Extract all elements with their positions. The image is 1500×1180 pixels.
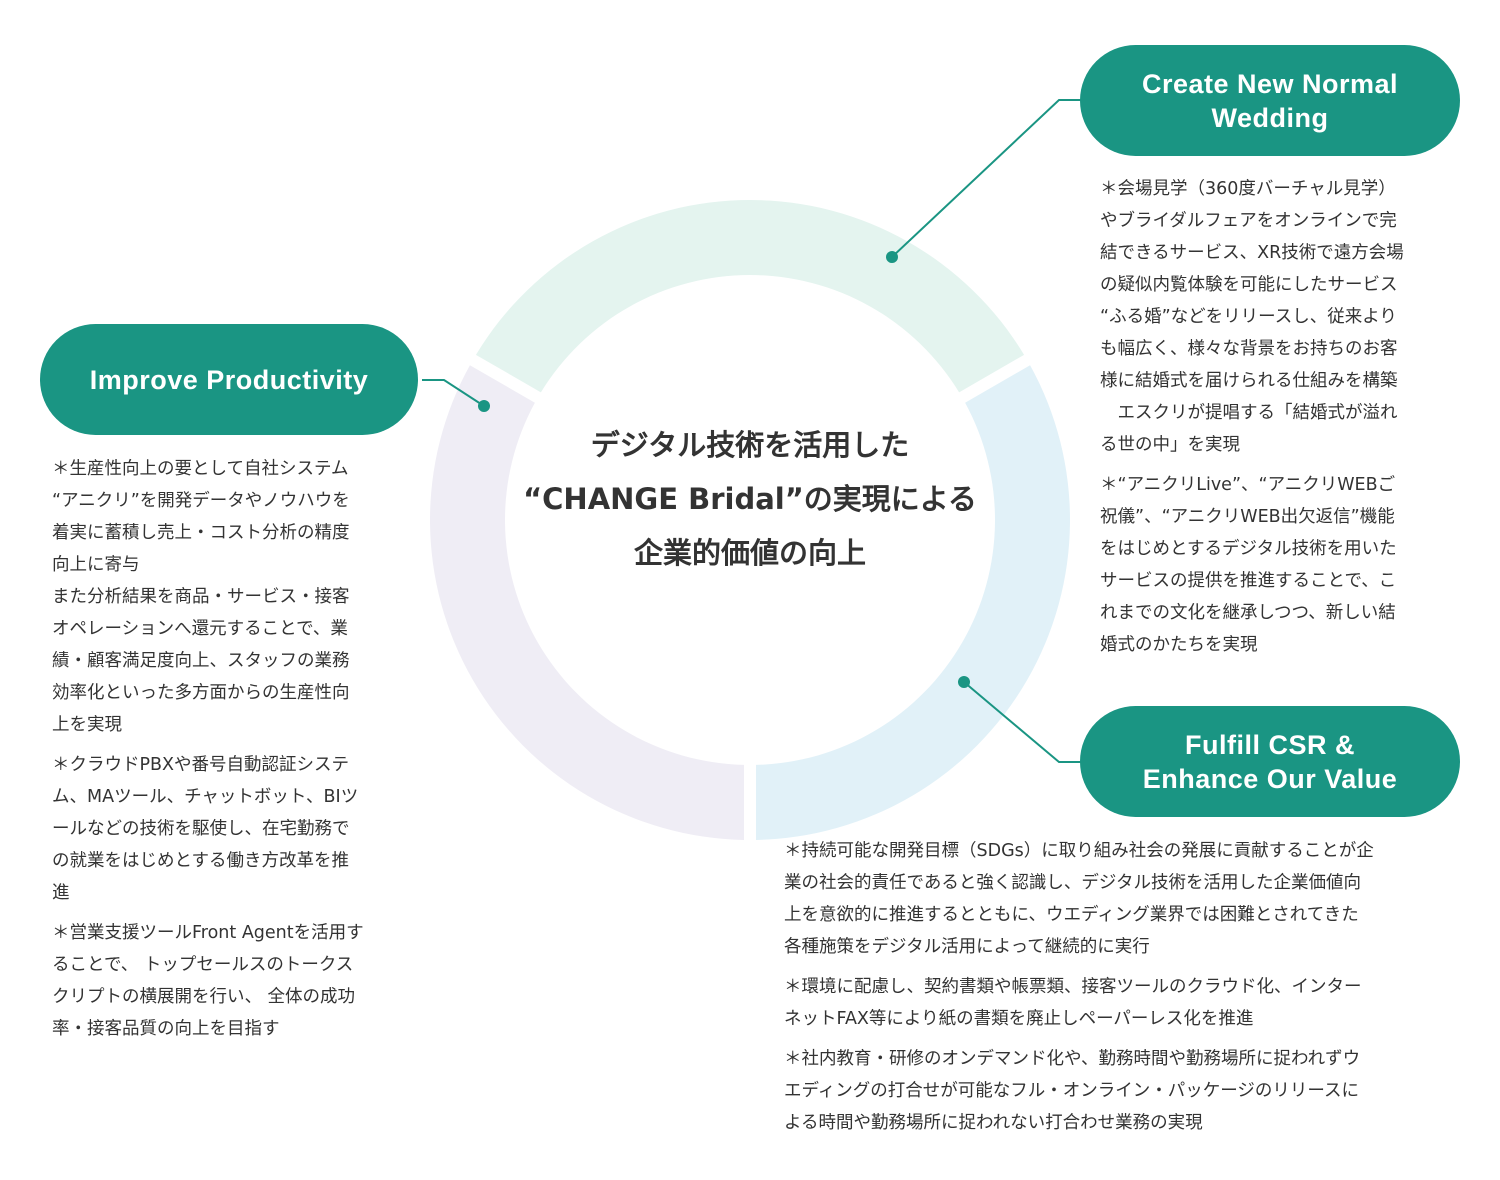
description-line: ＊会場見学（360度バーチャル見学） <box>1100 179 1396 199</box>
description-line: れまでの文化を継承しつつ、新しい結 <box>1100 603 1396 623</box>
description-line: 進 <box>52 883 70 903</box>
connector-dot-create <box>886 251 898 263</box>
description-line: また分析結果を商品・サービス・接客 <box>52 587 350 607</box>
description-paragraph: ＊“アニクリLive”、“アニクリWEBご祝儀”、“アニクリWEB出欠返信”機能… <box>1100 469 1480 661</box>
description-paragraph: ＊環境に配慮し、契約書類や帳票類、接客ツールのクラウド化、インターネットFAX等… <box>784 971 1484 1035</box>
description-line: ＊環境に配慮し、契約書類や帳票類、接客ツールのクラウド化、インター <box>784 977 1362 997</box>
description-line: 各種施策をデジタル活用によって継続的に実行 <box>784 937 1150 957</box>
description-line: クリプトの横展開を行い、 全体の成功 <box>52 987 356 1007</box>
create-new-normal-description: ＊会場見学（360度バーチャル見学） やブライダルフェアをオンラインで完結できるサ… <box>1100 173 1480 669</box>
ring-segment-left <box>429 365 744 840</box>
description-paragraph: ＊社内教育・研修のオンデマンド化や、勤務時間や勤務場所に捉われずウエディングの打… <box>784 1043 1484 1139</box>
description-line: ＊持続可能な開発目標（SDGs）に取り組み社会の発展に貢献することが企 <box>784 841 1374 861</box>
description-line: 婚式のかたちを実現 <box>1100 635 1258 655</box>
description-line: る世の中」を実現 <box>1100 435 1240 455</box>
description-line: エスクリが提唱する「結婚式が溢れ <box>1100 403 1398 423</box>
fulfill-csr-pill: Fulfill CSR & Enhance Our Value <box>1080 706 1460 817</box>
description-line: 結できるサービス、XR技術で遠方会場 <box>1100 243 1404 263</box>
description-paragraph: ＊クラウドPBXや番号自動認証システム、MAツール、チャットボット、BIツールな… <box>52 749 432 909</box>
description-line: ＊クラウドPBXや番号自動認証システ <box>52 755 350 775</box>
description-line: をはじめとするデジタル技術を用いた <box>1100 539 1397 559</box>
description-line: 向上に寄与 <box>52 555 140 575</box>
description-line: サービスの提供を推進することで、こ <box>1100 571 1397 591</box>
center-title-line: “CHANGE Bridal”の実現による <box>523 482 977 516</box>
description-line: ることで、 トップセールスのトークス <box>52 955 354 975</box>
center-title: デジタル技術を活用した “CHANGE Bridal”の実現による 企業的価値の… <box>500 418 1000 580</box>
description-line: の疑似内覧体験を可能にしたサービス <box>1100 275 1398 295</box>
connector-dot-improve <box>478 400 490 412</box>
connector-fulfill <box>963 681 1083 763</box>
description-line: の就業をはじめとする働き方改革を推 <box>52 851 349 871</box>
ring-segment-right <box>756 365 1071 840</box>
connector-dot-fulfill <box>958 676 970 688</box>
pill-label: Wedding <box>1211 102 1329 133</box>
description-paragraph: ＊会場見学（360度バーチャル見学） やブライダルフェアをオンラインで完結できるサ… <box>1100 173 1480 461</box>
pill-label: Enhance Our Value <box>1142 763 1398 794</box>
description-line: 効率化といった多方面からの生産性向 <box>52 683 350 703</box>
description-line: ネットFAX等により紙の書類を廃止しペーパーレス化を推進 <box>784 1009 1254 1029</box>
pill-label: Fulfill CSR & <box>1185 729 1355 760</box>
create-new-normal-wedding-pill: Create New Normal Wedding <box>1080 45 1460 156</box>
description-paragraph: ＊生産性向上の要として自社システム “アニクリ”を開発データやノウハウを着実に蓄積… <box>52 453 432 741</box>
description-line: ＊生産性向上の要として自社システム <box>52 459 349 479</box>
center-title-line: 企業的価値の向上 <box>633 536 866 570</box>
description-line: 率・接客品質の向上を目指す <box>52 1019 280 1039</box>
pill-label: Improve Productivity <box>89 364 369 395</box>
description-line: ＊社内教育・研修のオンデマンド化や、勤務時間や勤務場所に捉われずウ <box>784 1049 1361 1069</box>
description-line: も幅広く、様々な背景をお持ちのお客 <box>1100 339 1398 359</box>
description-line: 業の社会的責任であると強く認識し、デジタル技術を活用した企業価値向 <box>784 873 1361 893</box>
description-line: やブライダルフェアをオンラインで完 <box>1100 211 1397 231</box>
description-paragraph: ＊持続可能な開発目標（SDGs）に取り組み社会の発展に貢献することが企業の社会的… <box>784 835 1484 963</box>
description-line: ＊営業支援ツールFront Agentを活用す <box>52 923 364 943</box>
description-line: よる時間や勤務場所に捉われない打合わせ業務の実現 <box>784 1113 1203 1133</box>
description-line: エディングの打合せが可能なフル・オンライン・パッケージのリリースに <box>784 1081 1360 1101</box>
description-line: 績・顧客満足度向上、スタッフの業務 <box>52 651 350 671</box>
description-line: “アニクリ”を開発データやノウハウを <box>52 491 350 511</box>
description-line: ＊“アニクリLive”、“アニクリWEBご <box>1100 475 1396 495</box>
pill-label: Create New Normal <box>1141 68 1399 99</box>
ring-segment-top <box>475 199 1025 393</box>
description-line: オペレーションへ還元することで、業 <box>52 619 348 639</box>
center-title-line: デジタル技術を活用した <box>590 428 910 462</box>
fulfill-csr-description: ＊持続可能な開発目標（SDGs）に取り組み社会の発展に貢献することが企業の社会的… <box>784 835 1484 1147</box>
description-line: 祝儀”、“アニクリWEB出欠返信”機能 <box>1100 507 1395 527</box>
description-line: 上を意欲的に推進するとともに、ウエディング業界では困難とされてきた <box>784 905 1359 925</box>
description-line: ールなどの技術を駆使し、在宅勤務で <box>52 819 350 839</box>
description-line: “ふる婚”などをリリースし、従来より <box>1100 307 1397 327</box>
connector-improve <box>422 379 485 407</box>
description-line: ム、MAツール、チャットボット、BIツ <box>52 787 359 807</box>
connector-create <box>891 99 1083 258</box>
improve-productivity-pill: Improve Productivity <box>40 324 418 435</box>
description-line: 上を実現 <box>52 715 122 735</box>
description-line: 着実に蓄積し売上・コスト分析の精度 <box>52 523 350 543</box>
description-paragraph: ＊営業支援ツールFront Agentを活用することで、 トップセールスのトーク… <box>52 917 432 1045</box>
improve-productivity-description: ＊生産性向上の要として自社システム “アニクリ”を開発データやノウハウを着実に蓄積… <box>52 453 432 1053</box>
description-line: 様に結婚式を届けられる仕組みを構築 <box>1100 371 1398 391</box>
